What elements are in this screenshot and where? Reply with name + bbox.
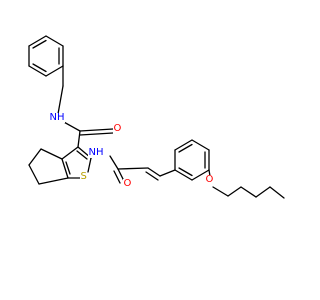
atom-label-o-acryl: O	[123, 178, 132, 189]
bond	[240, 186, 257, 198]
bond	[227, 186, 242, 197]
bond	[32, 39, 47, 49]
bond	[40, 148, 63, 160]
bond	[76, 150, 88, 160]
bond	[145, 171, 159, 181]
bond	[174, 139, 193, 151]
bond	[32, 63, 47, 73]
bond	[28, 164, 40, 185]
molecule-canvas: NH O NH S O O	[28, 35, 285, 199]
bond	[178, 143, 193, 153]
bond	[212, 186, 229, 197]
bond	[77, 130, 81, 148]
atom-label-s-thiophene: S	[80, 171, 88, 182]
atom-label-o-carboxamide: O	[113, 123, 122, 134]
bond	[87, 157, 92, 173]
bond	[45, 65, 64, 77]
bond	[61, 158, 69, 179]
bond	[191, 139, 210, 151]
bond	[61, 146, 79, 160]
bond	[113, 170, 121, 184]
bond	[269, 186, 285, 199]
bond	[255, 186, 271, 198]
bond	[57, 85, 64, 115]
bond	[117, 167, 149, 170]
bond	[61, 120, 81, 132]
bond	[109, 155, 119, 170]
bond	[191, 169, 210, 181]
bond	[38, 177, 69, 185]
bond	[65, 161, 71, 175]
bond	[159, 169, 176, 177]
bond	[28, 35, 47, 47]
molecule-structure	[28, 35, 285, 199]
bond	[79, 128, 114, 132]
atom-label-o-ether: O	[205, 174, 214, 185]
atom-label-nh-benzyl: NH	[49, 112, 65, 123]
bond	[178, 167, 193, 177]
bonds	[28, 35, 285, 199]
bond	[45, 35, 64, 47]
bond	[174, 169, 193, 181]
bond	[147, 167, 161, 177]
bond	[28, 65, 47, 77]
bond	[28, 148, 42, 166]
bond	[79, 132, 114, 136]
atom-label-nh-acryl: NH	[88, 147, 104, 158]
